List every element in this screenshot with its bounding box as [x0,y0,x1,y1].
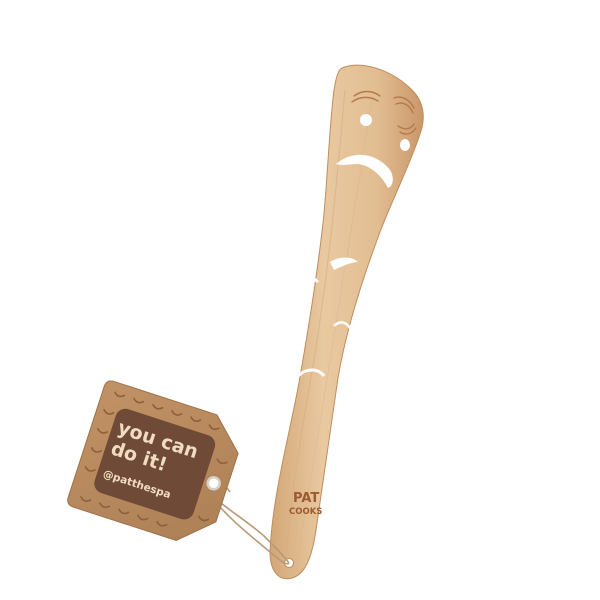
handle-cut-right [333,321,352,329]
brand-line-2: COOKS [289,507,322,517]
frown-mouth-cutout [336,154,393,188]
handle-cut-mid [296,368,326,378]
handle-cut-left-1 [294,276,320,284]
left-eye-cutout [360,114,372,126]
brand-line-1: PAT [293,491,319,506]
brand-logo: PAT COOKS [289,491,322,517]
face-eyebrows-engraving [351,90,417,135]
right-eye-cutout [400,139,410,151]
wooden-spatula: PAT COOKS [269,64,424,580]
tag-text-panel [94,408,216,520]
spatula-body [269,64,424,580]
tag-smile-pattern [80,391,228,527]
tag-eyelet [206,476,221,491]
gift-tag: you can do it! @patthespa [67,380,239,542]
handle-cut-upper [330,257,358,270]
